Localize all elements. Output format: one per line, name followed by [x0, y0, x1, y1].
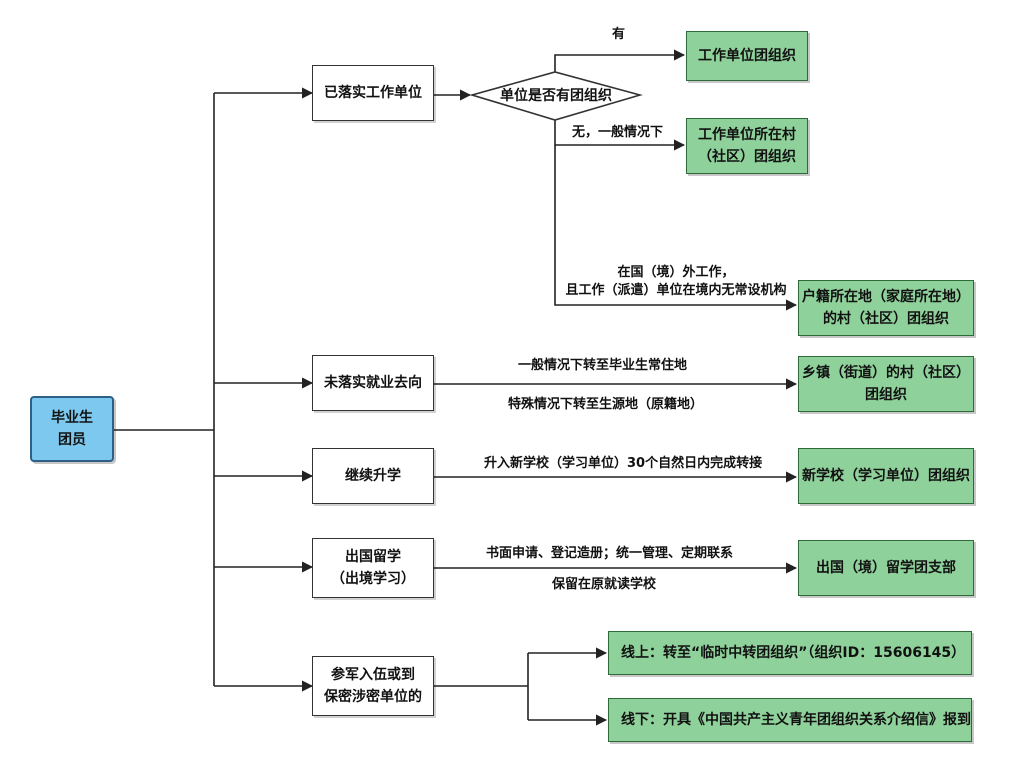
label-abroad-bottom: 保留在原就读学校	[552, 577, 657, 592]
label-further-study: 升入新学校（学习单位）30个自然日内完成转接	[484, 456, 763, 471]
outcome-unit-village-league: 工作单位所在村 （社区）团组织	[686, 118, 808, 174]
label-abroad-top: 书面申请、登记造册；统一管理、定期联系	[486, 546, 734, 561]
label-abroad-work: 在国（境）外工作， 且工作（派遣）单位在境内无常设机构	[565, 265, 787, 298]
label-unemployed-bottom: 特殊情况下转至生源地（原籍地）	[508, 397, 704, 412]
decision-diamond	[469, 71, 643, 121]
branch-unemployed: 未落实就业去向	[312, 355, 434, 411]
arrow-abroad-work	[554, 145, 798, 311]
arrow-yes	[554, 49, 686, 78]
branch-study-abroad: 出国留学 （出境学习）	[312, 538, 434, 598]
outcome-unit-league: 工作单位团组织	[686, 31, 808, 81]
branch-employed: 已落实工作单位	[312, 65, 434, 121]
outcome-new-school-league: 新学校（学习单位）团组织	[798, 448, 974, 504]
outcome-abroad-branch: 出国（境）留学团支部	[798, 540, 974, 596]
branch-further-study: 继续升学	[312, 448, 434, 504]
label-yes: 有	[612, 27, 626, 42]
label-no-general: 无，一般情况下	[572, 125, 664, 140]
decision-label: 单位是否有团组织	[500, 88, 612, 104]
root-node-graduate-members: 毕业生 团员	[30, 396, 114, 462]
label-unemployed-top: 一般情况下转至毕业生常住地	[518, 358, 688, 373]
outcome-township-league: 乡镇（街道）的村（社区） 团组织	[798, 356, 974, 412]
outcome-household-league: 户籍所在地（家庭所在地） 的村（社区）团组织	[798, 280, 974, 336]
branch-military: 参军入伍或到 保密涉密单位的	[312, 656, 434, 716]
outcome-online: 线上：转至“临时中转团组织”（组织ID：15606145）	[608, 631, 972, 675]
outcome-offline: 线下：开具《中国共产主义青年团组织关系介绍信》报到	[608, 698, 972, 742]
